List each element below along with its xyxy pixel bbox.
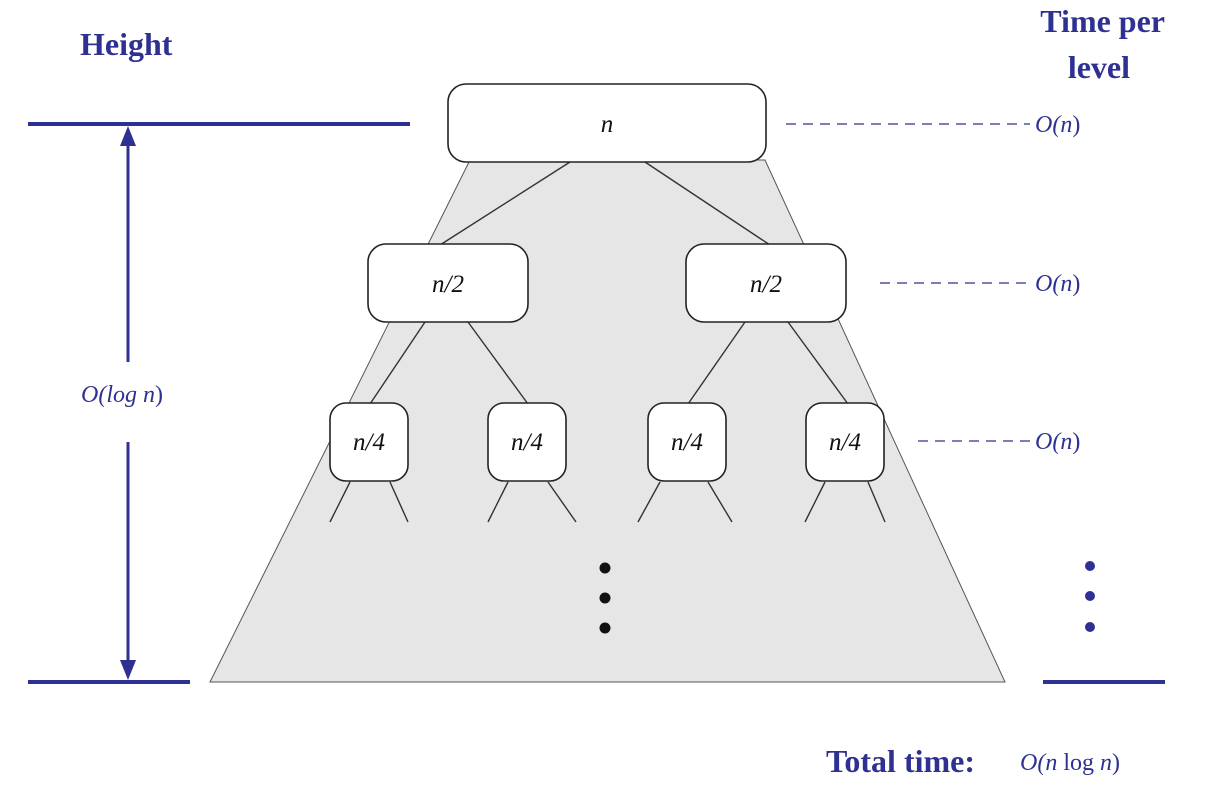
level-cost-0: O(n) xyxy=(1035,112,1080,138)
total-time-label: Total time: xyxy=(826,743,975,779)
svg-text:n: n xyxy=(601,111,614,138)
svg-text:n/2: n/2 xyxy=(432,271,464,298)
svg-text:n/4: n/4 xyxy=(511,429,543,456)
edge xyxy=(787,321,849,405)
edge xyxy=(369,321,426,405)
level-cost-1: O(n) xyxy=(1035,271,1080,297)
tree-node-level1: n/2 xyxy=(685,243,847,323)
tree-node-level1: n/2 xyxy=(367,243,529,323)
cost-ellipsis xyxy=(1085,561,1095,632)
level-cost-2: O(n) xyxy=(1035,429,1080,455)
tree-node-level2: n/4 xyxy=(329,402,409,482)
total-time-value: O(n log n) xyxy=(1020,750,1120,776)
svg-text:n/4: n/4 xyxy=(353,429,385,456)
svg-text:n/4: n/4 xyxy=(829,429,861,456)
time-per-level-heading-line2: level xyxy=(1068,49,1130,85)
edge xyxy=(467,321,529,405)
child-stubs xyxy=(329,481,886,523)
tree-node-level2: n/4 xyxy=(487,402,567,482)
tree-node-level2: n/4 xyxy=(805,402,885,482)
edge xyxy=(439,161,571,246)
time-per-level-heading-line1: Time per xyxy=(1040,3,1165,39)
height-arrow xyxy=(120,126,136,680)
tree-ellipsis xyxy=(599,562,611,634)
svg-text:n/2: n/2 xyxy=(750,271,782,298)
tree-node-level2: n/4 xyxy=(647,402,727,482)
edge xyxy=(687,321,746,405)
tree-node-root: n xyxy=(447,83,767,163)
svg-text:n/4: n/4 xyxy=(671,429,703,456)
height-heading: Height xyxy=(80,26,173,62)
height-value: O(log n) xyxy=(81,382,163,408)
edge xyxy=(644,161,771,246)
